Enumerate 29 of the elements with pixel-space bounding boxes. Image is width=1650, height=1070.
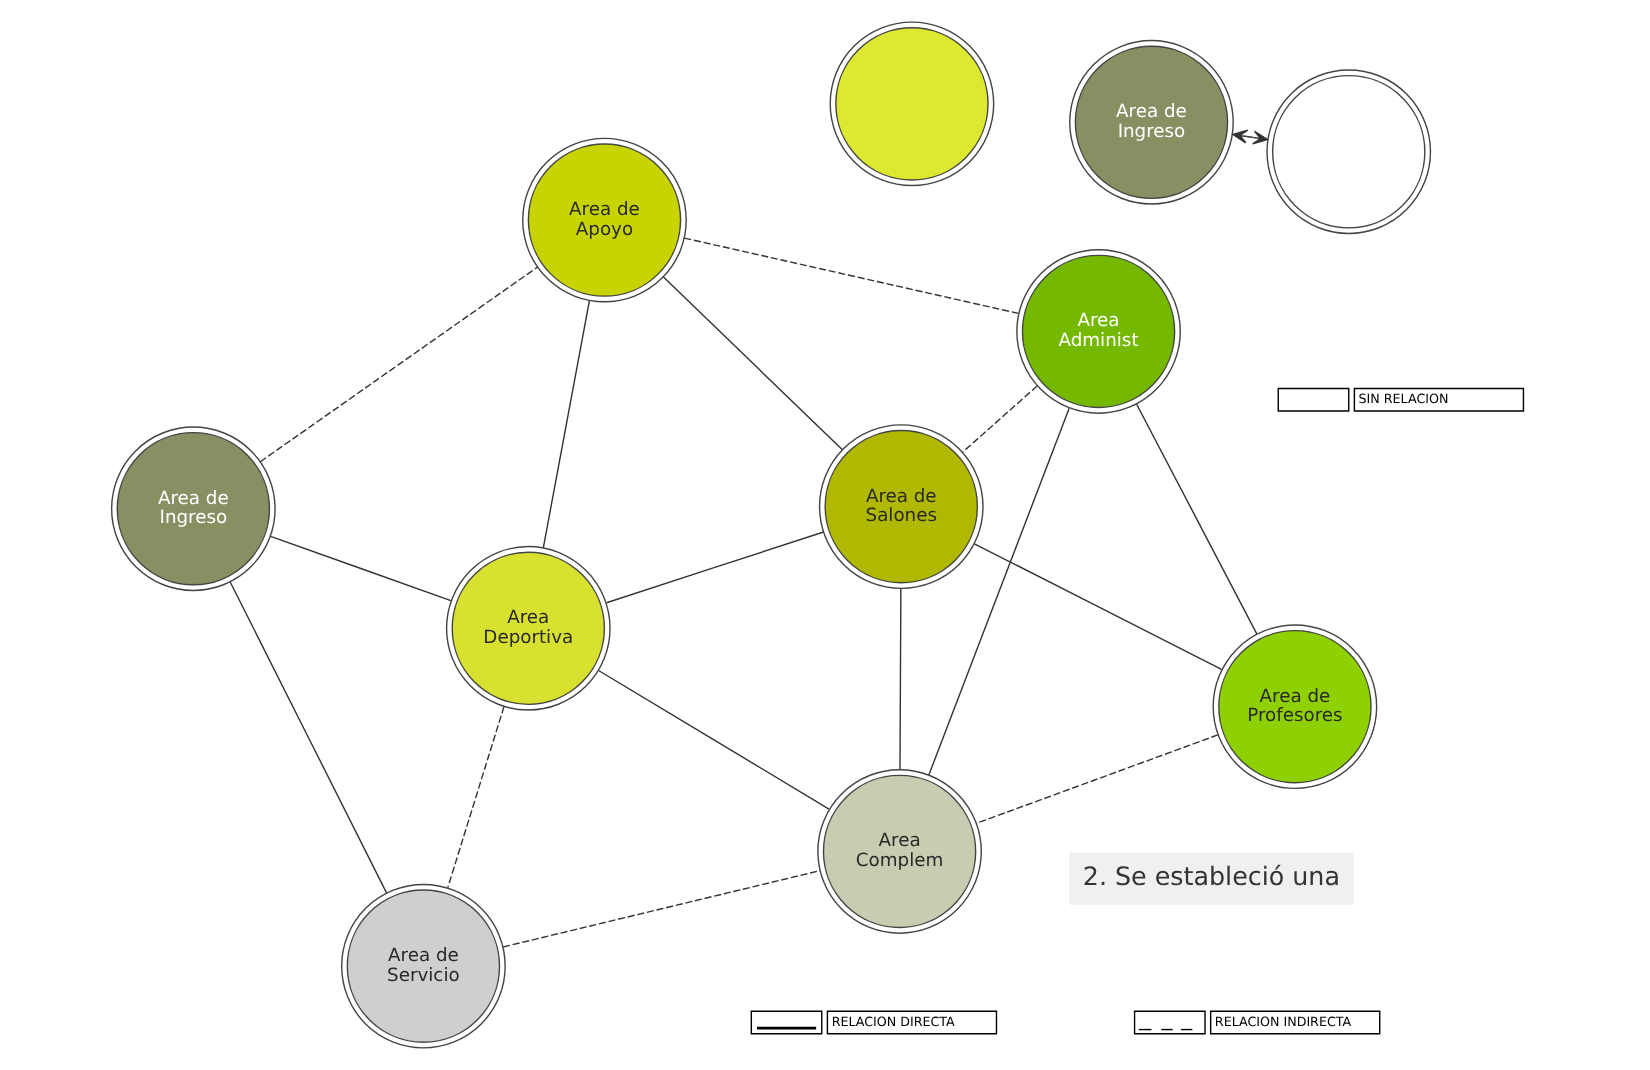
connector xyxy=(682,237,1019,315)
connector xyxy=(972,543,1222,671)
node-circle: Area de Ingreso xyxy=(1068,39,1233,205)
connector xyxy=(541,300,590,549)
label: 2. Se estableció una xyxy=(1081,861,1339,891)
connector xyxy=(446,705,504,889)
connector xyxy=(960,385,1037,453)
connector xyxy=(898,587,901,771)
connector xyxy=(268,535,451,602)
node-circle: Area Deportiva xyxy=(444,545,610,711)
connector xyxy=(927,407,1069,776)
connector xyxy=(258,266,538,463)
connector xyxy=(596,669,829,810)
connector xyxy=(604,531,824,604)
node-circle: Area de Salones xyxy=(817,424,983,590)
node-circle xyxy=(1265,69,1431,235)
node-circle xyxy=(828,21,994,187)
connector xyxy=(228,581,387,894)
node-circle: Area de Profesores xyxy=(1211,624,1377,790)
node-circle: Area Complem xyxy=(816,769,981,934)
node-circle: Area de Apoyo xyxy=(521,137,686,303)
node-circle: Area de Ingreso xyxy=(109,426,275,592)
connector xyxy=(974,734,1218,824)
arrow xyxy=(1231,129,1268,145)
node-circle: Area de Servicio xyxy=(340,883,505,1049)
connector xyxy=(1134,403,1257,635)
connector xyxy=(501,869,820,948)
connector xyxy=(661,276,843,451)
node-circle: Area Administ xyxy=(1015,249,1180,414)
